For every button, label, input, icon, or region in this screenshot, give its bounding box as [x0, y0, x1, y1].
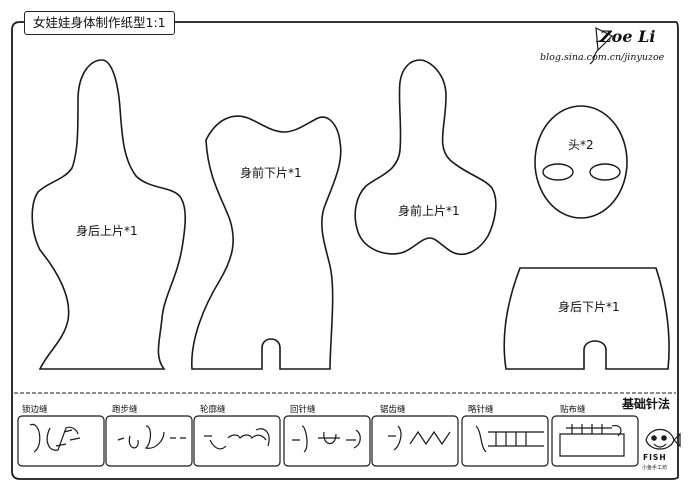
brand-kite-icon — [589, 26, 614, 65]
pattern-front-upper — [354, 59, 497, 256]
stitch-box-2 — [105, 415, 193, 467]
stitch-name: 锁边缝 — [22, 405, 48, 415]
stitch-box-6 — [461, 415, 549, 467]
stitch-name: 贴布缝 — [560, 405, 586, 415]
fish-logo-text: FISH — [643, 453, 667, 462]
pattern-head — [534, 105, 628, 219]
stitch-section-title: 基础针法 — [622, 397, 671, 411]
pattern-back-upper — [31, 59, 187, 370]
page-border — [11, 21, 679, 480]
stitch-name: 回针缝 — [290, 405, 316, 415]
page-title: 女娃娃身体制作纸型1:1 — [24, 11, 175, 35]
stitch-name: 跑步缝 — [112, 405, 138, 415]
stitch-name: 锯齿缝 — [380, 405, 406, 415]
pattern-head-eye-left — [542, 163, 574, 181]
stitch-box-7 — [551, 415, 639, 467]
stitch-box-4 — [283, 415, 371, 467]
piece-label-front-lower: 身前下片*1 — [240, 166, 302, 180]
pattern-back-lower — [503, 267, 670, 370]
piece-label-back-lower: 身后下片*1 — [558, 300, 620, 314]
piece-label-back-upper: 身后上片*1 — [76, 224, 138, 238]
pattern-front-lower — [191, 115, 342, 370]
blog-url: blog.sina.com.cn/jinyuzoe — [540, 52, 665, 63]
brand-name: Zoe Li — [600, 27, 656, 46]
pattern-head-eye-right — [589, 163, 621, 181]
stitch-name: 轮廓缝 — [200, 405, 226, 415]
piece-label-front-upper: 身前上片*1 — [398, 204, 460, 218]
piece-label-head: 头*2 — [568, 138, 594, 152]
fish-logo-subtext: 小鱼手工坊 — [642, 465, 668, 471]
stitch-box-5 — [371, 415, 459, 467]
stitch-box-3 — [193, 415, 281, 467]
stitch-box-1 — [17, 415, 105, 467]
stitch-name: 略针缝 — [468, 405, 494, 415]
fish-logo-icon — [645, 428, 681, 450]
